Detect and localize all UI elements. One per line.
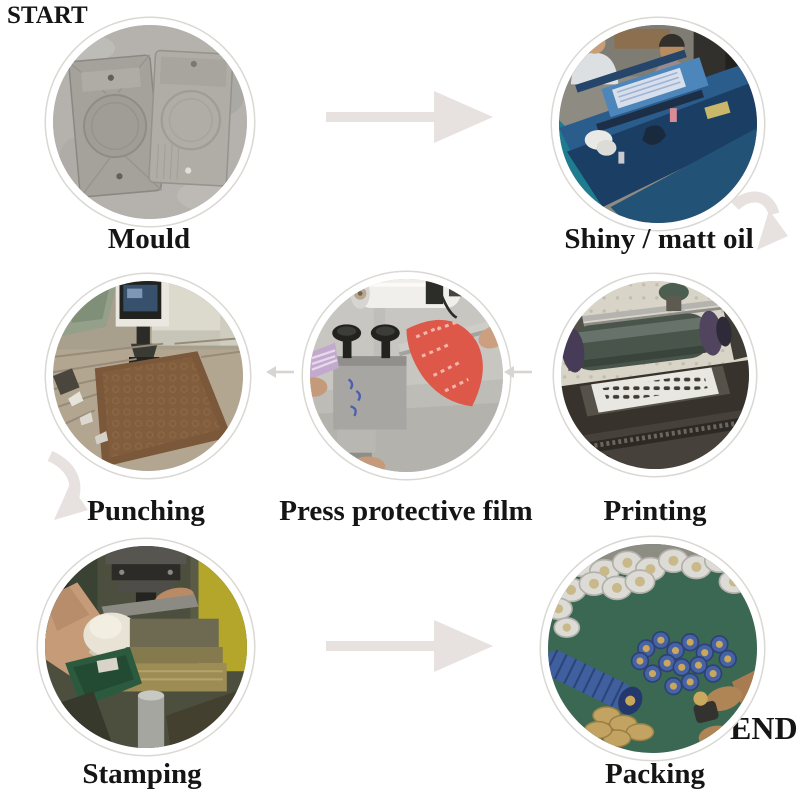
step-photo-punching: [46, 274, 250, 478]
press-protective-film-photo-illustration: [310, 279, 503, 472]
step-photo-packing: [541, 537, 764, 760]
arrow-curve-punching-to-stamping-icon: [47, 450, 88, 520]
start-label: START: [7, 2, 88, 29]
punching-photo-illustration: [53, 281, 243, 471]
step-label-printing: Printing: [603, 495, 707, 527]
step-label-press-protective-film: Press protective film: [279, 495, 533, 527]
step-label-mould: Mould: [107, 223, 191, 255]
step-photo-stamping: [38, 539, 254, 755]
step-photo-mould: [46, 18, 254, 226]
step-label-stamping: Stamping: [82, 758, 202, 790]
step-label-punching: Punching: [87, 495, 205, 527]
arrow-curve-shiny-to-printing-icon: [731, 191, 788, 250]
mould-photo-illustration: [53, 25, 247, 219]
arrow-left-printing-to-press-icon: [504, 366, 532, 378]
step-photo-printing: [554, 274, 756, 476]
step-label-packing: Packing: [605, 758, 705, 790]
step-photo-shiny-matt-oil: [552, 18, 764, 230]
stamping-photo-illustration: [45, 546, 247, 748]
step-photo-press-protective-film: [303, 272, 510, 479]
printing-photo-illustration: [561, 281, 749, 469]
arrow-right-mould-to-shiny-icon: [326, 91, 493, 143]
end-label: END: [730, 710, 798, 746]
shiny-matt-oil-photo-illustration: [559, 25, 757, 223]
arrow-left-press-to-punching-icon: [266, 366, 294, 378]
step-label-shiny-matt-oil: Shiny / matt oil: [564, 223, 754, 255]
arrow-right-stamping-to-packing-icon: [326, 620, 493, 672]
packing-photo-illustration: [548, 544, 757, 753]
